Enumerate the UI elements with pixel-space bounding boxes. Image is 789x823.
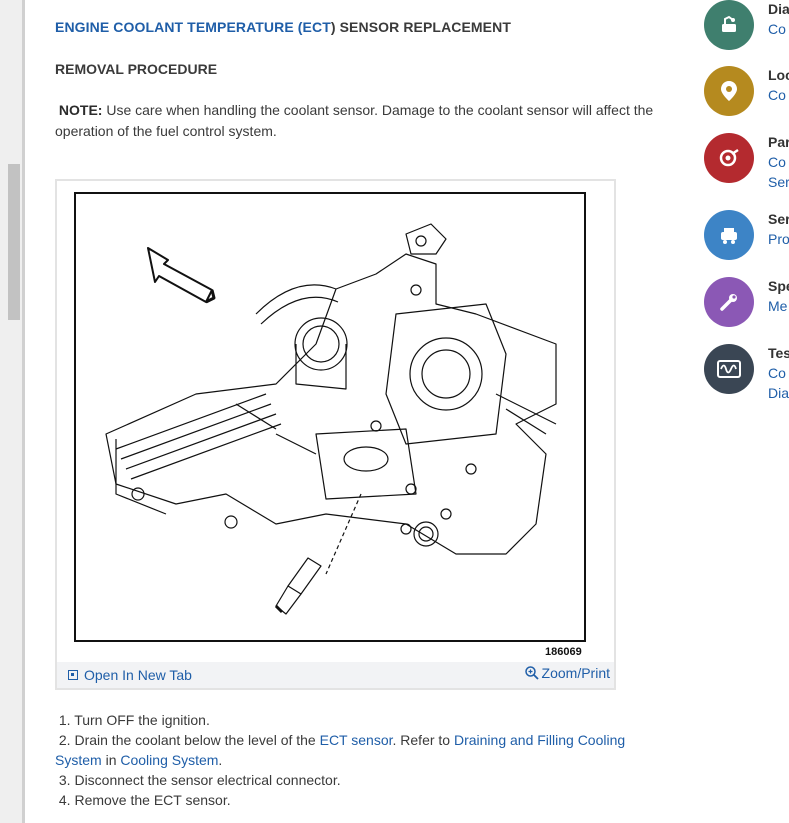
cooling-system-link[interactable]: Cooling System	[120, 752, 219, 768]
step-1-text: 1. Turn OFF the ignition.	[58, 712, 210, 728]
sidebar-item-link[interactable]: Co	[768, 154, 786, 170]
sidebar-item-title: Tes	[768, 345, 789, 361]
step-2-text-d: .	[218, 752, 223, 768]
sidebar-item-circle	[704, 133, 754, 183]
sidebar-item-link[interactable]: Co	[768, 365, 786, 381]
open-in-new-tab-button[interactable]: Open In New Tab	[68, 667, 192, 683]
specification-icon	[720, 294, 737, 311]
step-2-text-a: 2. Drain the coolant below the level of …	[58, 732, 320, 748]
zoom-print-label: Zoom/Print	[541, 665, 610, 681]
sidebar-item-link[interactable]: Me	[768, 298, 788, 314]
sidebar-item-link[interactable]: Co	[768, 21, 786, 37]
sidebar-item-title: Par	[768, 134, 789, 150]
sidebar-item-title: Loc	[768, 67, 789, 83]
note-label: NOTE:	[58, 102, 103, 118]
sidebar-item-circle	[704, 210, 754, 260]
title-abbr: ECT	[302, 19, 331, 35]
left-border	[22, 0, 25, 823]
procedure-steps: 1. Turn OFF the ignition. 2. Drain the c…	[55, 710, 645, 810]
step-3-text: 3. Disconnect the sensor electrical conn…	[58, 772, 341, 788]
step-4: 4. Remove the ECT sensor.	[55, 790, 645, 810]
sidebar-item-title: Dia	[768, 1, 789, 17]
sidebar-item-title: Spe	[768, 278, 789, 294]
note-text: Use care when handling the coolant senso…	[55, 102, 654, 139]
zoom-print-button[interactable]: Zoom/Print	[524, 665, 610, 681]
step-1: 1. Turn OFF the ignition.	[55, 710, 645, 730]
sidebar-item-link[interactable]: Pro	[768, 231, 789, 247]
sidebar-item-link[interactable]: Ser	[768, 174, 789, 190]
zoom-icon	[524, 666, 539, 680]
step-2: 2. Drain the coolant below the level of …	[55, 730, 645, 770]
test-waveform-icon	[717, 360, 741, 378]
location-pin-icon	[721, 81, 737, 101]
engine-illustration	[105, 223, 557, 615]
note-paragraph: NOTE: Use care when handling the coolant…	[55, 100, 675, 142]
sidebar-item-circle	[704, 344, 754, 394]
title-prefix: ENGINE COOLANT TEMPERATURE (	[55, 19, 303, 35]
title-suffix: ) SENSOR REPLACEMENT	[330, 19, 511, 35]
open-new-tab-icon	[68, 670, 78, 680]
figure-number: 186069	[545, 646, 582, 658]
sidebar-item-circle	[704, 66, 754, 116]
ect-sensor-link[interactable]: ECT sensor	[319, 732, 393, 748]
section-title: REMOVAL PROCEDURE	[55, 61, 218, 77]
sidebar-item-circle	[704, 277, 754, 327]
figure: 186069 Open In New Tab Zoom/Print	[55, 179, 616, 690]
step-2-text-c: in	[101, 752, 121, 768]
figure-toolbar: Open In New Tab Zoom/Print	[57, 662, 614, 688]
sidebar-item-link[interactable]: Co	[768, 87, 786, 103]
sidebar-item-circle	[704, 0, 754, 50]
scrollbar-thumb[interactable]	[8, 164, 20, 320]
sidebar-item-title: Ser	[768, 211, 789, 227]
parts-icon	[719, 148, 739, 167]
sidebar-item-link[interactable]: Dia	[768, 385, 789, 401]
diagnostic-icon	[722, 15, 736, 32]
step-4-text: 4. Remove the ECT sensor.	[58, 792, 231, 808]
service-icon	[721, 228, 737, 244]
step-3: 3. Disconnect the sensor electrical conn…	[55, 770, 645, 790]
left-gutter	[0, 0, 22, 823]
illustration-frame[interactable]	[74, 192, 586, 642]
draining-filling-link[interactable]: Draining and Filling Cooling System	[55, 732, 626, 768]
step-2-text-b: . Refer to	[392, 732, 454, 748]
page-title: ENGINE COOLANT TEMPERATURE (ECT) SENSOR …	[55, 19, 511, 35]
open-in-new-tab-label: Open In New Tab	[84, 667, 192, 683]
